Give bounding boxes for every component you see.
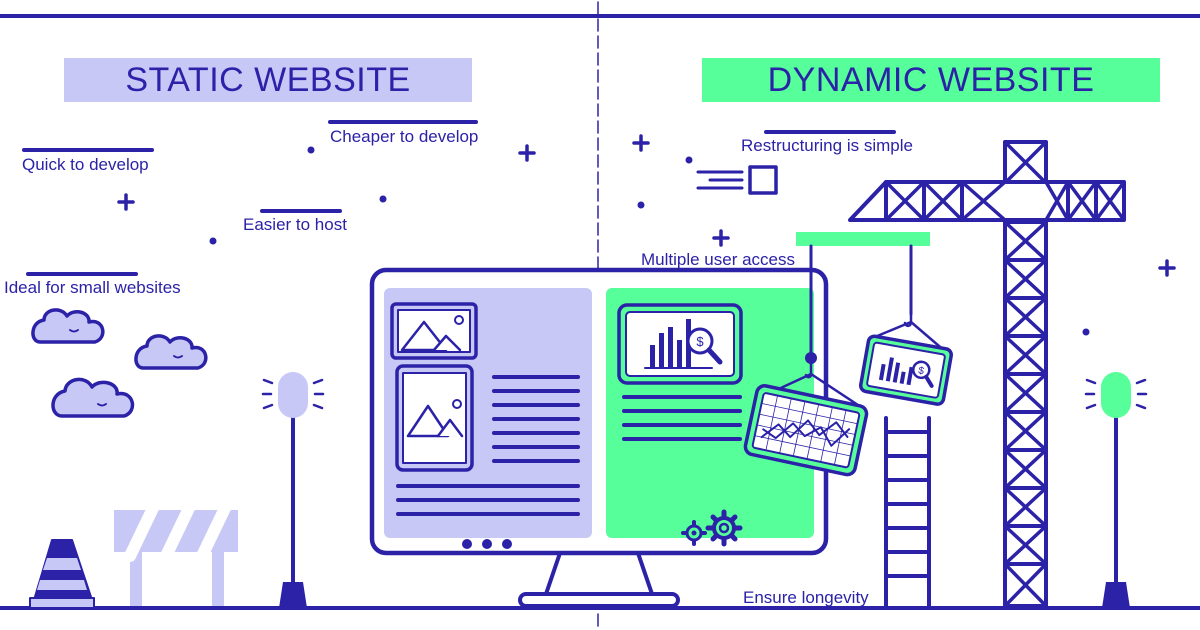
feature-easier-to-host: Easier to host — [243, 215, 347, 234]
dynamic-website-title: DYNAMIC WEBSITE — [767, 60, 1095, 99]
decor-dot — [685, 156, 693, 164]
feature-ideal-for-small-websites: Ideal for small websites — [4, 278, 181, 297]
street-lamp-icon — [1084, 372, 1148, 608]
plus-icon — [712, 229, 730, 247]
bar-chart-icon: $ — [858, 244, 954, 406]
static-title-background — [64, 58, 472, 102]
text-lines — [396, 375, 580, 516]
road-barrier-icon — [114, 500, 238, 606]
dynamic-title-background — [702, 58, 1160, 102]
decor-dot — [307, 146, 315, 154]
feature-restructuring-is-simple: Restructuring is simple — [741, 136, 913, 155]
decor-dot — [209, 237, 217, 245]
dollar-magnifier-icon: $ — [686, 327, 723, 365]
feature-multiple-user-access: Multiple user access — [641, 250, 796, 269]
static-website-title: STATIC WEBSITE — [125, 60, 411, 99]
cloud-icon — [51, 377, 135, 418]
cloud-icon — [134, 334, 208, 370]
speed-lines-icon — [696, 165, 778, 195]
line-chart-icon — [743, 244, 869, 477]
plus-icon — [518, 144, 536, 162]
decor-dot — [637, 201, 645, 209]
feature-bar-mint — [796, 232, 930, 246]
bar-chart-icon — [617, 303, 743, 385]
decor-dot — [1082, 328, 1090, 336]
feature-cheaper-to-develop: Cheaper to develop — [330, 127, 479, 146]
cloud-icon — [31, 308, 105, 344]
plus-icon — [632, 134, 650, 152]
plus-icon — [1158, 259, 1176, 277]
svg-text:$: $ — [917, 365, 925, 377]
text-lines — [622, 395, 742, 441]
plus-icon — [117, 193, 135, 211]
image-icon — [395, 364, 474, 472]
decor-dot — [379, 195, 387, 203]
ladder-icon — [884, 416, 931, 608]
feature-ensure-longevity: Ensure longevity — [743, 588, 869, 607]
gear-icon — [681, 520, 707, 546]
gear-icon — [705, 509, 743, 547]
tower-crane-icon — [848, 140, 1126, 608]
image-icon — [390, 302, 478, 360]
traffic-cone-icon — [29, 539, 95, 609]
feature-quick-to-develop: Quick to develop — [22, 155, 149, 174]
street-lamp-icon — [261, 372, 325, 608]
svg-text:$: $ — [696, 334, 704, 349]
